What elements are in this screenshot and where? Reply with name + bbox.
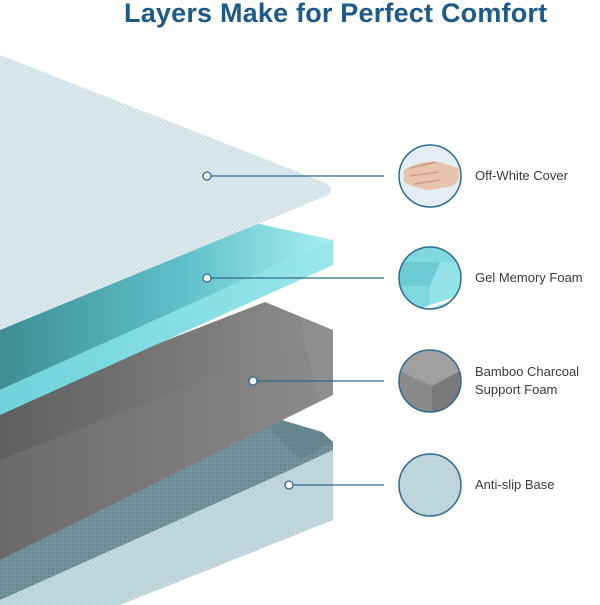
charcoal-foam-swatch-icon [398, 349, 462, 413]
gel-memory-foam-layer [0, 222, 333, 415]
layer-label-charcoal-foam: Bamboo Charcoal Support Foam [475, 363, 579, 399]
off-white-cover-layer [0, 55, 331, 330]
cover-marker-dot [202, 171, 212, 181]
layer-label-cover: Off-White Cover [475, 168, 568, 183]
hand-press-icon [398, 144, 462, 208]
anti-slip-base-layer [0, 412, 333, 605]
leader-lines [202, 171, 384, 490]
gel-foam-swatch-icon [398, 246, 462, 310]
base-marker-dot [284, 480, 294, 490]
anti-slip-fabric-swatch-icon [398, 453, 462, 517]
layer-label-base: Anti-slip Base [475, 477, 555, 492]
layer-label-charcoal-line-2: Support Foam [475, 382, 558, 397]
page-title: Layers Make for Perfect Comfort [124, 0, 548, 28]
layer-label-gel-foam: Gel Memory Foam [475, 270, 583, 285]
gel-marker-dot [202, 273, 212, 283]
charcoal-marker-dot [248, 376, 258, 386]
layer-label-charcoal-line-1: Bamboo Charcoal [475, 364, 580, 379]
